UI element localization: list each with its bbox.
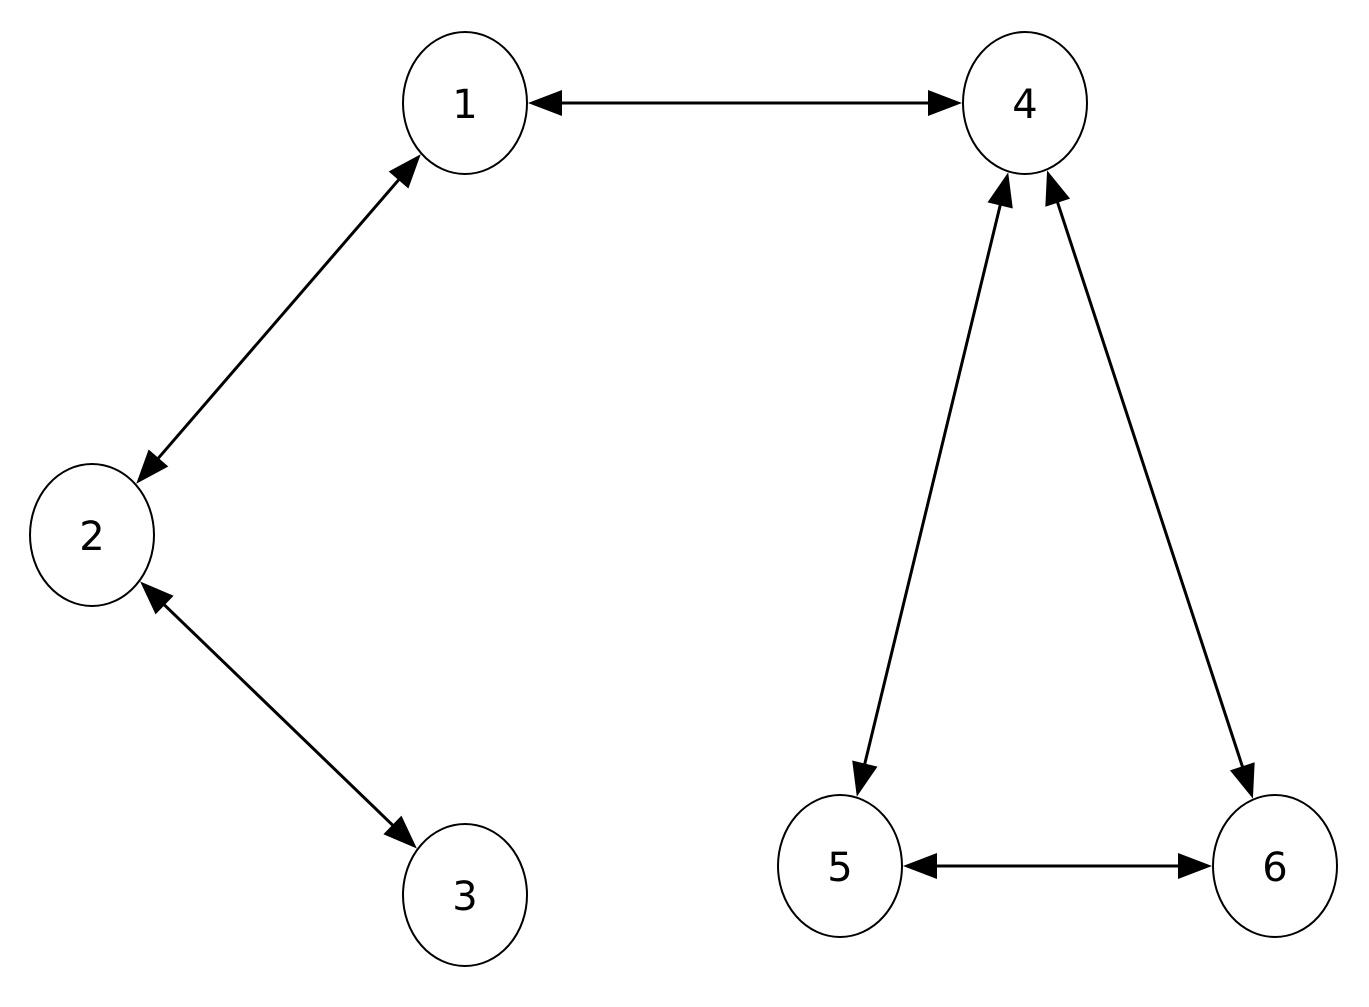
node-5: 5 — [777, 794, 903, 938]
arrowhead-5-6-at-5 — [903, 853, 937, 879]
arrowhead-4-5-at-5 — [852, 760, 878, 797]
edge-4-6-line — [1055, 198, 1245, 771]
arrowhead-4-6-at-4 — [1045, 170, 1071, 207]
arrowhead-1-2-at-1 — [388, 154, 421, 189]
arrowhead-2-3-at-2 — [140, 581, 174, 615]
node-6-circle — [1212, 794, 1338, 938]
arrowhead-4-6-at-6 — [1229, 762, 1255, 799]
arrowhead-1-4-at-4 — [928, 90, 962, 116]
arrowhead-1-2-at-2 — [136, 449, 169, 484]
edge-2-3-line — [160, 601, 397, 829]
arrowhead-1-4-at-1 — [528, 90, 562, 116]
nodes-layer: 1 2 3 4 5 6 — [29, 31, 1338, 967]
node-3-label: 3 — [452, 874, 477, 920]
node-1: 1 — [402, 31, 528, 175]
edge-4-6 — [1045, 170, 1255, 799]
node-1-label: 1 — [452, 82, 477, 128]
node-1-circle — [402, 31, 528, 175]
node-4-circle — [962, 31, 1088, 175]
node-2-circle — [29, 463, 155, 607]
node-6: 6 — [1212, 794, 1338, 938]
node-2-label: 2 — [79, 514, 104, 560]
node-5-label: 5 — [827, 845, 852, 891]
arrowhead-4-5-at-4 — [987, 172, 1013, 209]
edges-layer — [136, 90, 1255, 879]
edge-1-2-line — [154, 175, 403, 463]
arrowhead-5-6-at-6 — [1178, 853, 1212, 879]
edge-5-6 — [903, 853, 1212, 879]
edge-4-5-line — [862, 201, 1003, 768]
node-3-circle — [402, 823, 528, 967]
edge-1-2 — [136, 154, 421, 484]
edge-2-3 — [140, 581, 417, 849]
edge-4-5 — [852, 172, 1013, 797]
node-2: 2 — [29, 463, 155, 607]
arrowhead-2-3-at-3 — [383, 815, 417, 849]
edge-1-4 — [528, 90, 962, 116]
node-3: 3 — [402, 823, 528, 967]
node-4: 4 — [962, 31, 1088, 175]
node-6-label: 6 — [1262, 845, 1287, 891]
node-5-circle — [777, 794, 903, 938]
node-4-label: 4 — [1012, 82, 1037, 128]
